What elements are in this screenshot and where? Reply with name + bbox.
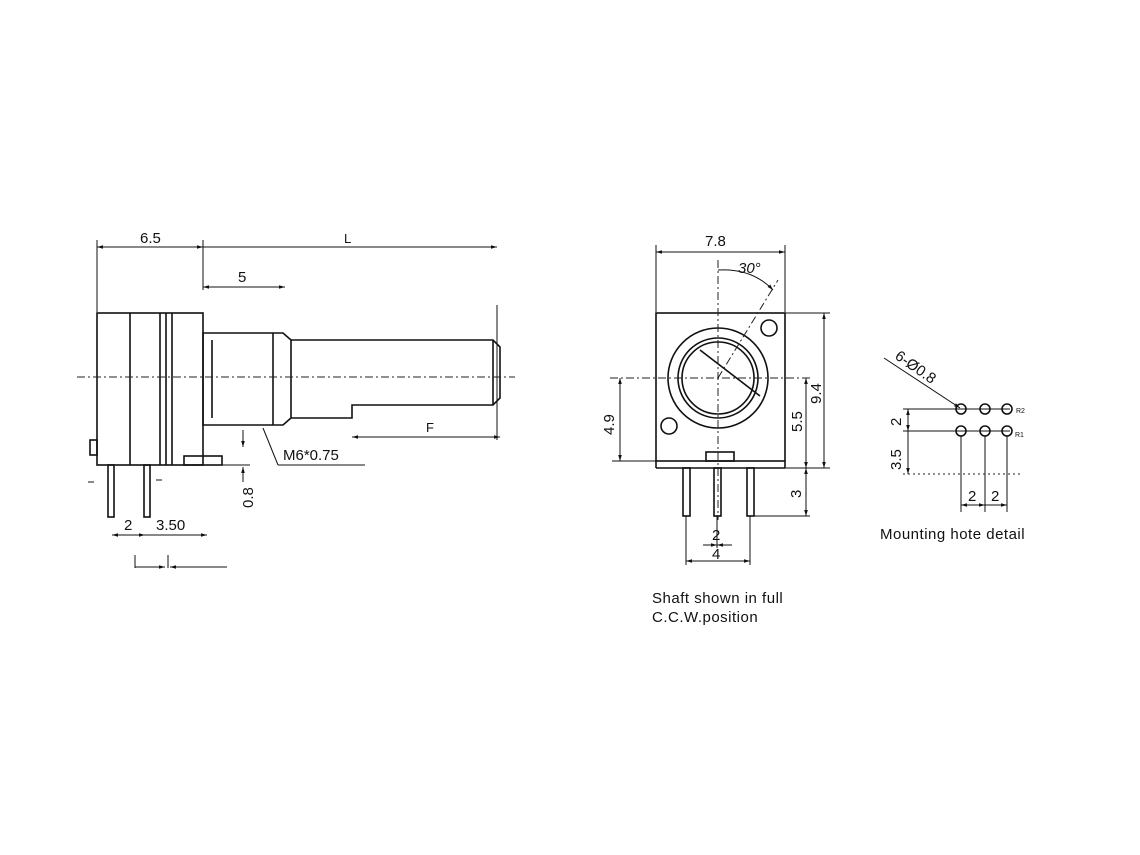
mounting-detail: 6-Ø0.8 R2 R1 2 3.5 2 2 Mounting hote det… — [880, 347, 1025, 543]
row-r2-label: R2 — [1016, 408, 1025, 415]
pot-body — [96, 312, 204, 466]
mounting-caption: Mounting hote detail — [880, 526, 1025, 543]
dim-body-label: 6.5 — [140, 230, 161, 247]
threaded-bushing — [202, 332, 292, 426]
dim-pitch-2-label: 2 — [991, 488, 999, 505]
dim-row-gap-label: 2 — [888, 418, 905, 426]
row-r1-label: R1 — [1015, 432, 1024, 439]
dim-length-label: L — [344, 231, 351, 246]
dim-pin-height-label: 5.5 — [789, 411, 806, 432]
shaft — [291, 339, 501, 419]
dim-flat-label: F — [426, 420, 434, 435]
front-view: 7.8 30° 4.9 — [601, 233, 830, 626]
dim-width-label: 7.8 — [705, 233, 726, 250]
caption-line-2: C.C.W.position — [652, 609, 758, 626]
front-pin-3 — [746, 467, 755, 517]
pin-1 — [107, 464, 115, 518]
dim-pin-spacing-label: 3.50 — [156, 517, 185, 534]
dim-bushing-label: 5 — [238, 269, 246, 286]
side-view: 6.5 L 5 F M6*0.75 0.8 — [77, 230, 515, 569]
mount-hole-bottom — [660, 417, 678, 435]
dim-total-height-label: 9.4 — [808, 383, 825, 404]
pin-2 — [143, 464, 151, 518]
angle-label: 30° — [738, 260, 761, 277]
dim-offset-label: 0.8 — [240, 487, 257, 508]
dim-offset-label: 3.5 — [888, 449, 905, 470]
dim-pin-pitch-label: 2 — [124, 517, 132, 534]
dim-pitch-1-label: 2 — [968, 488, 976, 505]
mount-hole-top — [760, 319, 778, 337]
caption-line-1: Shaft shown in full — [652, 590, 783, 607]
thread-label: M6*0.75 — [283, 447, 339, 464]
dim-pin-length-label: 3 — [788, 490, 805, 498]
dim-span-label: 4 — [712, 546, 720, 563]
dim-center-height-label: 4.9 — [601, 414, 618, 435]
dim-pitch-label: 2 — [712, 527, 720, 544]
front-pin-1 — [682, 467, 691, 517]
